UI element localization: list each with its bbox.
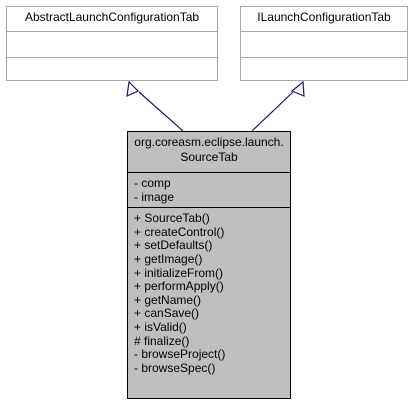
method: + createControl() — [134, 224, 225, 239]
class-package: org.coreasm.eclipse.launch. — [134, 135, 284, 149]
inheritance-line-interface — [251, 91, 294, 132]
attribute: - image — [134, 189, 175, 204]
method: # finalize() — [134, 333, 190, 348]
methods-section — [7, 57, 217, 80]
method: + SourceTab() — [134, 211, 210, 226]
class-ilaunch-configuration-tab: ILaunchConfigurationTab — [240, 6, 408, 81]
inheritance-arrowhead-interface — [290, 80, 305, 97]
class-simple-name: SourceTab — [180, 150, 238, 164]
attribute: - comp — [134, 176, 171, 190]
class-name: ILaunchConfigurationTab — [257, 10, 391, 24]
method: - browseSpec() — [134, 360, 216, 375]
attributes-section — [241, 31, 407, 57]
attributes-section — [7, 31, 217, 57]
class-source-tab: org.coreasm.eclipse.launch. SourceTab - … — [127, 131, 291, 399]
class-name: org.coreasm.eclipse.launch. SourceTab — [128, 132, 290, 172]
class-abstract-launch-configuration-tab: AbstractLaunchConfigurationTab — [6, 6, 218, 81]
method: + setDefaults() — [134, 238, 213, 253]
inheritance-arrowhead-abstract — [126, 80, 140, 97]
methods-section — [241, 57, 407, 80]
method: + canSave() — [134, 306, 200, 321]
method: + getName() — [134, 292, 202, 307]
method: + initializeFrom() — [134, 265, 224, 280]
class-name: AbstractLaunchConfigurationTab — [24, 10, 200, 24]
methods-section: + SourceTab() + createControl() + setDef… — [128, 207, 290, 375]
method: - browseProject() — [134, 347, 226, 362]
attributes-section: - comp - image — [128, 172, 290, 207]
inheritance-line-abstract — [138, 91, 184, 132]
method: + getImage() — [134, 251, 203, 266]
method: + performApply() — [134, 279, 224, 294]
method: + isValid() — [134, 319, 187, 334]
